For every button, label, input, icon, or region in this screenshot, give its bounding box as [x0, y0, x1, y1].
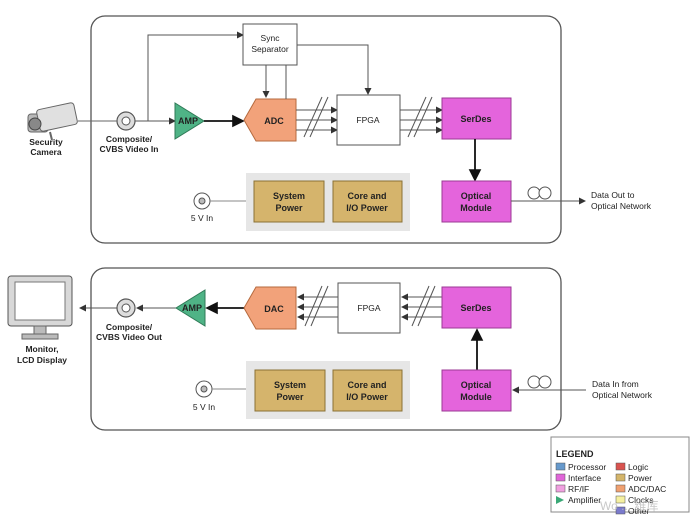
top-core-power: [332, 180, 403, 223]
top-amp-label: AMP: [178, 116, 198, 126]
top-fpga: [336, 94, 401, 146]
legend-swatch-rf-if: [555, 484, 566, 493]
top-5v-label: 5 V In: [191, 213, 213, 223]
top-5v-connector-icon: [193, 192, 211, 210]
legend-label-power: Power: [628, 473, 652, 483]
bottom-dac: [243, 286, 297, 330]
sync-to-fpga-line: [297, 44, 372, 95]
top-optical-label-1: Optical: [461, 191, 492, 201]
monitor-label-2: LCD Display: [17, 355, 67, 365]
bottom-5v-label: 5 V In: [193, 402, 215, 412]
video-in-label-1: Composite/: [106, 134, 153, 144]
data-in-label-1: Data In from: [592, 379, 639, 389]
legend-swatch-interface: [555, 473, 566, 482]
sync-label-1: Sync: [261, 33, 281, 43]
bottom-core-power-2: I/O Power: [346, 392, 388, 402]
video-out-label-1: Composite/: [106, 322, 153, 332]
legend-label-other: Other: [628, 506, 649, 516]
top-optical-module: [441, 180, 512, 223]
camera-label-1: Security: [29, 137, 63, 147]
legend-label-clocks: Clocks: [628, 495, 654, 505]
legend-swatch-other: [615, 506, 626, 515]
top-system-power-1: System: [273, 191, 305, 201]
top-amp: [174, 102, 205, 140]
bottom-amp-label: AMP: [182, 303, 202, 313]
video-out-connector-icon: [116, 298, 136, 318]
sync-separator: [242, 23, 298, 66]
camera-label-2: Camera: [30, 147, 61, 157]
legend-swatch-amplifier: [556, 496, 564, 504]
top-system-power: [253, 180, 325, 223]
fpga-serdes-bus: [400, 96, 443, 138]
data-out-label-1: Data Out to: [591, 190, 635, 200]
legend-label-rf-if: RF/IF: [568, 484, 589, 494]
bottom-dac-label: DAC: [264, 304, 284, 314]
bottom-fpga-label: FPGA: [357, 303, 380, 313]
bottom-optical-label-1: Optical: [461, 380, 492, 390]
video-in-label-2: CVBS Video In: [100, 144, 159, 154]
bottom-serdes: [441, 286, 512, 329]
monitor-icon: [7, 275, 73, 340]
fpga-dac-bus: [297, 285, 338, 327]
sync-label-2: Separator: [251, 44, 288, 54]
legend-label-logic: Logic: [628, 462, 649, 472]
legend-swatch-clocks: [615, 495, 626, 504]
bottom-serdes-label: SerDes: [460, 303, 491, 313]
serdes-fpga-bus: [401, 285, 442, 327]
legend-label-interface: Interface: [568, 473, 601, 483]
top-system-power-2: Power: [275, 203, 303, 213]
bottom-system-power-1: System: [274, 380, 306, 390]
bottom-5v-connector-icon: [195, 380, 213, 398]
bottom-optical-module: [441, 369, 512, 412]
bottom-amp: [175, 289, 206, 327]
bottom-fpga: [337, 282, 401, 334]
top-optical-label-2: Module: [460, 203, 492, 213]
bottom-core-power: [332, 369, 403, 412]
video-in-connector-icon: [116, 111, 136, 131]
top-serdes-label: SerDes: [460, 114, 491, 124]
adc-fpga-bus: [296, 96, 338, 138]
top-fpga-label: FPGA: [356, 115, 379, 125]
fiber-coil-icon: [527, 186, 552, 200]
security-camera-icon: [27, 102, 78, 141]
top-adc-label: ADC: [264, 116, 284, 126]
legend-label-processor: Processor: [568, 462, 606, 472]
data-in-label-2: Optical Network: [592, 390, 653, 400]
bottom-core-power-1: Core and: [347, 380, 386, 390]
watermark-text: Wo ... 维库: [600, 498, 658, 513]
legend-label-amplifier: Amplifier: [568, 495, 601, 505]
bottom-system-power: [254, 369, 326, 412]
video-to-sync-line: [147, 31, 244, 121]
bottom-fiber-coil-icon: [527, 375, 552, 389]
data-out-label-2: Optical Network: [591, 201, 652, 211]
legend-swatch-logic: [615, 462, 626, 471]
legend-label-adc-dac: ADC/DAC: [628, 484, 666, 494]
legend-title: LEGEND: [556, 449, 594, 459]
legend-swatch-processor: [555, 462, 566, 471]
legend-swatch-power: [615, 473, 626, 482]
monitor-label-1: Monitor,: [25, 344, 58, 354]
bottom-optical-label-2: Module: [460, 392, 492, 402]
top-core-power-2: I/O Power: [346, 203, 388, 213]
legend-swatch-adc-dac: [615, 484, 626, 493]
video-out-label-2: CVBS Video Out: [96, 332, 162, 342]
bottom-system-power-2: Power: [276, 392, 304, 402]
top-core-power-1: Core and: [347, 191, 386, 201]
top-serdes: [441, 97, 512, 140]
